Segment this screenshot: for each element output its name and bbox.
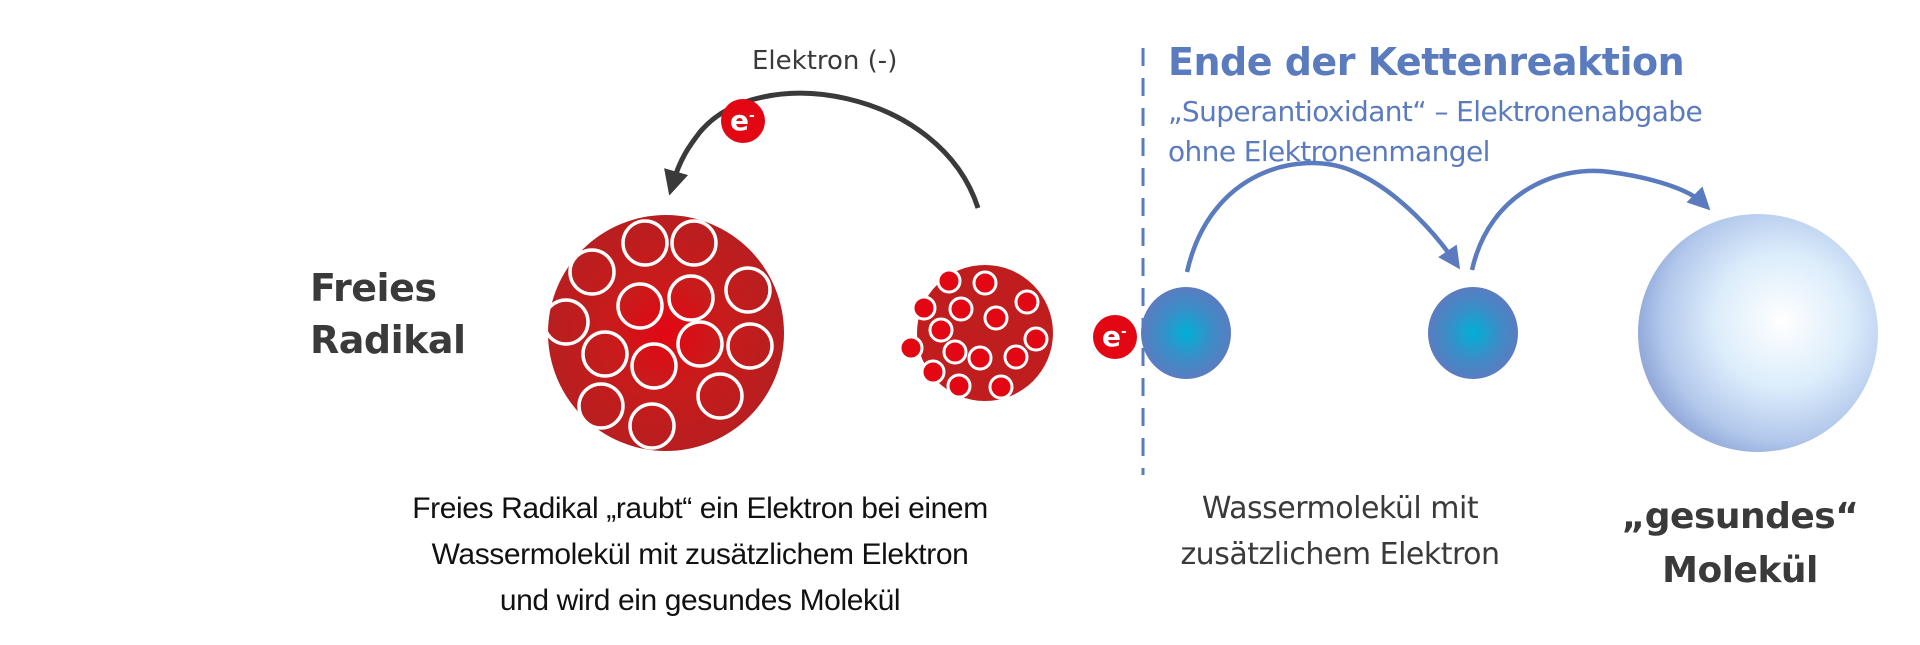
healthy-caption-line-2: Molekül xyxy=(1662,550,1818,591)
subtitle-line-1: „Superantioxidant“ – Elektronenabgabe xyxy=(1168,95,1703,128)
chain-reaction-title: Ende der Kettenreaktion xyxy=(1168,40,1685,84)
subtitle-line-2: ohne Elektronenmangel xyxy=(1168,135,1490,168)
healthy-caption-line-1: „gesundes“ xyxy=(1621,496,1859,537)
free-radical-label: Freies Radikal xyxy=(310,262,466,366)
caption-line-1: Freies Radikal „raubt“ ein Elektron bei … xyxy=(412,492,988,525)
free-radical-label-line-1: Freies xyxy=(310,266,437,310)
electron-glyph-right: e- xyxy=(1102,320,1127,353)
free-radical-molecule xyxy=(542,215,784,451)
electron-transfer-arrow xyxy=(664,90,981,209)
healthy-molecule xyxy=(1638,214,1878,452)
water-molecule-1 xyxy=(1141,287,1231,379)
electron-charge: - xyxy=(749,108,755,124)
electron-symbol: e xyxy=(1102,320,1121,353)
water-caption-line-2: zusätzlichem Elektron xyxy=(1180,537,1500,572)
caption-line-3: und wird ein gesundes Molekül xyxy=(499,584,901,617)
caption-line-2: Wassermolekül mit zusätzlichem Elektron xyxy=(431,538,969,571)
water-molecule-caption: Wassermolekül mit zusätzlichem Elektron xyxy=(1150,486,1530,578)
electron-icon-right xyxy=(1093,315,1137,359)
water-molecule-2 xyxy=(1428,287,1518,379)
chain-reaction-subtitle: „Superantioxidant“ – Elektronenabgabe oh… xyxy=(1168,92,1703,172)
free-radical-label-line-2: Radikal xyxy=(310,318,466,362)
electron-arrow-label: Elektron (-) xyxy=(752,46,898,76)
healthy-molecule-caption: „gesundes“ Molekül xyxy=(1620,490,1860,598)
electron-symbol: e xyxy=(730,104,749,137)
free-radical-caption: Freies Radikal „raubt“ ein Elektron bei … xyxy=(340,486,1060,624)
electron-charge: - xyxy=(1121,324,1127,340)
electron-icon-left xyxy=(721,99,765,143)
electron-glyph-left: e- xyxy=(730,104,755,137)
water-caption-line-1: Wassermolekül mit xyxy=(1201,491,1479,526)
transfer-arrow-1 xyxy=(1184,160,1461,273)
transfer-arrow-2 xyxy=(1469,168,1711,271)
small-molecule xyxy=(898,265,1053,401)
